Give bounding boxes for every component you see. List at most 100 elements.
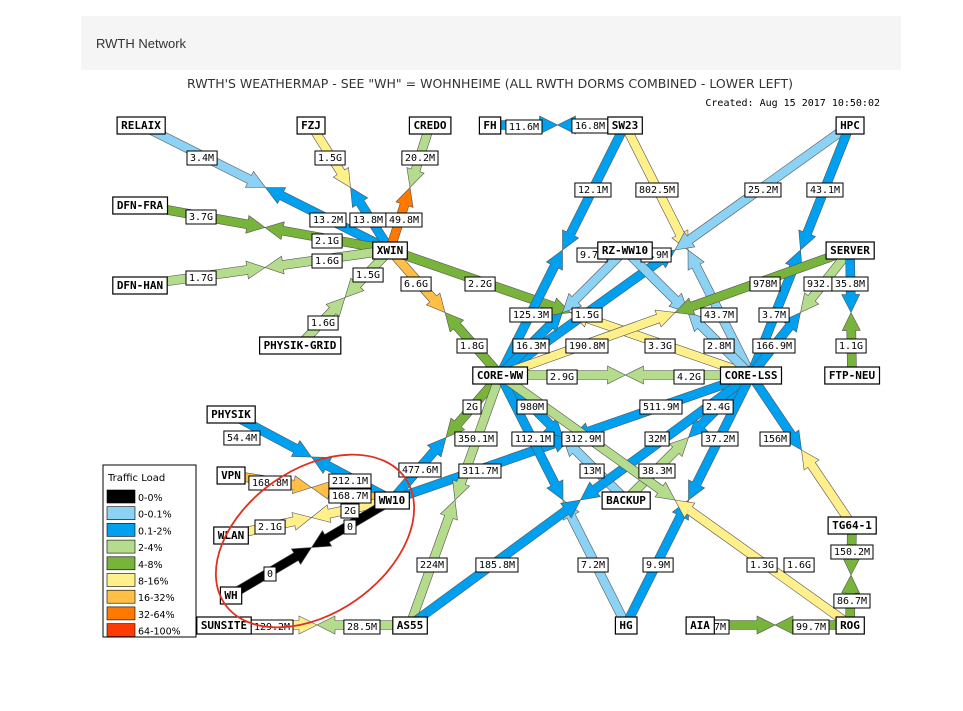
link-label-in: 932.: [807, 279, 831, 290]
node-ftp-neu[interactable]: FTP-NEU: [824, 366, 881, 385]
legend-title: Traffic Load: [107, 473, 165, 484]
node-backup[interactable]: BACKUP: [601, 491, 651, 510]
link-label-in-box: [644, 431, 670, 447]
link-label-out-box: [752, 338, 796, 354]
link-label-in-box: [401, 150, 439, 166]
node-hg[interactable]: HG: [614, 616, 638, 635]
link-label-out: 166.9M: [756, 341, 792, 352]
link-tg64-1-rog[interactable]: [841, 524, 861, 626]
link-label-in-box: [223, 430, 261, 446]
link-core-lss-as55[interactable]: [406, 370, 755, 630]
link-label-in: 6.6G: [404, 279, 428, 290]
node-core-ww[interactable]: CORE-WW: [472, 366, 529, 385]
link-label-in: 32M: [648, 434, 666, 445]
link-label-in: 2.9G: [550, 372, 574, 383]
link-core-ww-core-lss[interactable]: [499, 365, 752, 385]
link-label-out: 2.1G: [315, 236, 339, 247]
link-label-out-box: [644, 338, 676, 354]
node-physik-grid[interactable]: PHYSIK-GRID: [259, 336, 342, 355]
link-label-out-box: [571, 307, 603, 323]
link-label-out-box: [638, 463, 676, 479]
node-box: [827, 516, 877, 535]
node-box: [259, 336, 342, 355]
link-label-out-box: [700, 307, 738, 323]
link-label-out: 1.5G: [575, 310, 599, 321]
link-label-out: 0: [347, 522, 353, 533]
link-label-in: 802.5M: [639, 185, 675, 196]
link-label-out-box: [703, 338, 735, 354]
node-rog[interactable]: ROG: [835, 616, 865, 635]
node-label: AS55: [397, 619, 424, 632]
node-core-lss[interactable]: CORE-LSS: [719, 366, 783, 385]
link-relaix-xwin[interactable]: [138, 120, 393, 255]
legend-swatch: [106, 523, 136, 537]
link-label-out: 9.9M: [646, 560, 670, 571]
link-label-out: 224M: [420, 560, 444, 571]
link-label-out: 190.8M: [569, 341, 605, 352]
node-physik[interactable]: PHYSIK: [206, 405, 256, 424]
node-relaix[interactable]: RELAIX: [116, 116, 166, 135]
link-label-out: 125.3M: [513, 310, 549, 321]
link-label-in: 978M: [753, 279, 777, 290]
node-rz-ww10[interactable]: RZ-WW10: [597, 241, 653, 260]
link-label-out: 16.3M: [516, 341, 546, 352]
node-tg64-1[interactable]: TG64-1: [827, 516, 877, 535]
link-arrow-out: [801, 449, 857, 528]
link-label-out-box: [833, 593, 871, 609]
link-label-in-box: [454, 431, 498, 447]
legend-label: 8-16%: [138, 577, 169, 588]
node-dfn-han[interactable]: DFN-HAN: [112, 276, 168, 295]
node-label: CORE-LSS: [725, 369, 778, 382]
node-dfn-fra[interactable]: DFN-FRA: [112, 196, 169, 215]
node-label: WH: [224, 589, 237, 602]
legend-swatch: [106, 489, 136, 504]
link-ftp-neu-server[interactable]: [841, 249, 861, 376]
legend-label: 32-64%: [138, 610, 175, 621]
node-server[interactable]: SERVER: [825, 241, 875, 260]
node-sw23[interactable]: SW23: [607, 116, 643, 135]
link-wh-ww10[interactable]: [228, 495, 395, 600]
link-label-in: 37.2M: [705, 434, 735, 445]
node-label: DFN-FRA: [117, 199, 164, 212]
node-as55[interactable]: AS55: [392, 616, 428, 635]
link-label-in-box: [806, 182, 844, 198]
node-credo[interactable]: CREDO: [408, 116, 452, 135]
link-label-out: 28.5M: [347, 622, 377, 633]
node-ww10[interactable]: WW10: [374, 491, 410, 510]
node-aia[interactable]: AIA: [685, 616, 715, 635]
legend-swatch: [106, 539, 136, 554]
legend-swatch: [106, 506, 136, 521]
node-vpn[interactable]: VPN: [216, 466, 246, 485]
node-label: FZJ: [301, 119, 321, 132]
node-box: [392, 616, 428, 635]
link-label-in-box: [314, 150, 346, 166]
link-label-in: 0: [267, 569, 273, 580]
node-fzj[interactable]: FZJ: [296, 116, 326, 135]
node-wh[interactable]: WH: [219, 586, 243, 605]
node-label: WW10: [379, 494, 406, 507]
link-credo-xwin[interactable]: [385, 123, 435, 252]
node-hpc[interactable]: HPC: [835, 116, 865, 135]
link-label-out: 511.9M: [643, 402, 679, 413]
link-label-in: 3.4M: [190, 153, 214, 164]
link-label-in: 168.8M: [252, 478, 288, 489]
link-label-in: 11.6M: [509, 122, 539, 133]
link-core-lss-tg64-1[interactable]: [746, 372, 857, 528]
node-fh[interactable]: FH: [478, 116, 502, 135]
link-label-in-box: [561, 431, 605, 447]
link-label-out-box: [385, 212, 423, 228]
link-label-out: 7.2M: [581, 560, 605, 571]
link-label-in: 25.2M: [748, 185, 778, 196]
node-wlan[interactable]: WLAN: [213, 526, 249, 545]
page-title: RWTH Network: [96, 36, 187, 51]
link-label-out-box: [792, 619, 830, 635]
link-label-in: 980M: [520, 402, 544, 413]
link-label-out-box: [509, 307, 553, 323]
link-label-in: 150.2M: [834, 547, 870, 558]
link-label-in-box: [516, 399, 548, 415]
node-xwin[interactable]: XWIN: [372, 241, 408, 260]
link-label-out-box: [311, 253, 343, 269]
node-sunsite[interactable]: SUNSITE: [196, 616, 252, 635]
node-label: XWIN: [377, 244, 404, 257]
